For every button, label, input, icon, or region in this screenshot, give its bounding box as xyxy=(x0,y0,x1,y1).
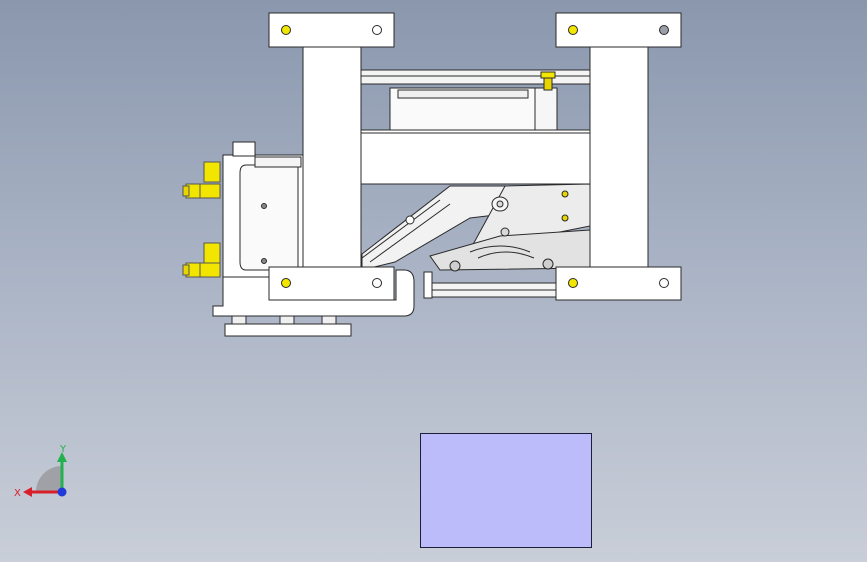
rear-block xyxy=(389,87,558,131)
axis-triad: Y X xyxy=(14,444,67,499)
x-axis-arrow xyxy=(23,487,32,497)
pneumatic-fitting-lower xyxy=(182,242,221,278)
x-axis-label: X xyxy=(14,488,21,499)
pneumatic-fitting-upper xyxy=(182,161,221,199)
base-plate xyxy=(224,315,352,337)
top-left-plate xyxy=(268,12,395,48)
y-axis-label: Y xyxy=(59,444,67,455)
selection-rectangle[interactable] xyxy=(420,433,592,548)
z-axis-dot xyxy=(57,487,67,497)
bottom-right-plate xyxy=(555,266,682,301)
right-column xyxy=(589,44,649,271)
grease-fitting xyxy=(540,71,556,91)
cross-beam xyxy=(360,129,591,185)
bottom-left-plate xyxy=(268,266,395,301)
rear-top-rail xyxy=(359,69,593,85)
y-axis-arrow xyxy=(57,452,67,462)
top-right-plate xyxy=(555,12,682,48)
left-bracket xyxy=(212,141,415,317)
lever-mechanism xyxy=(361,183,591,272)
triad-plane xyxy=(36,466,62,492)
left-column xyxy=(302,44,362,271)
lower-slide-rail xyxy=(423,271,557,299)
